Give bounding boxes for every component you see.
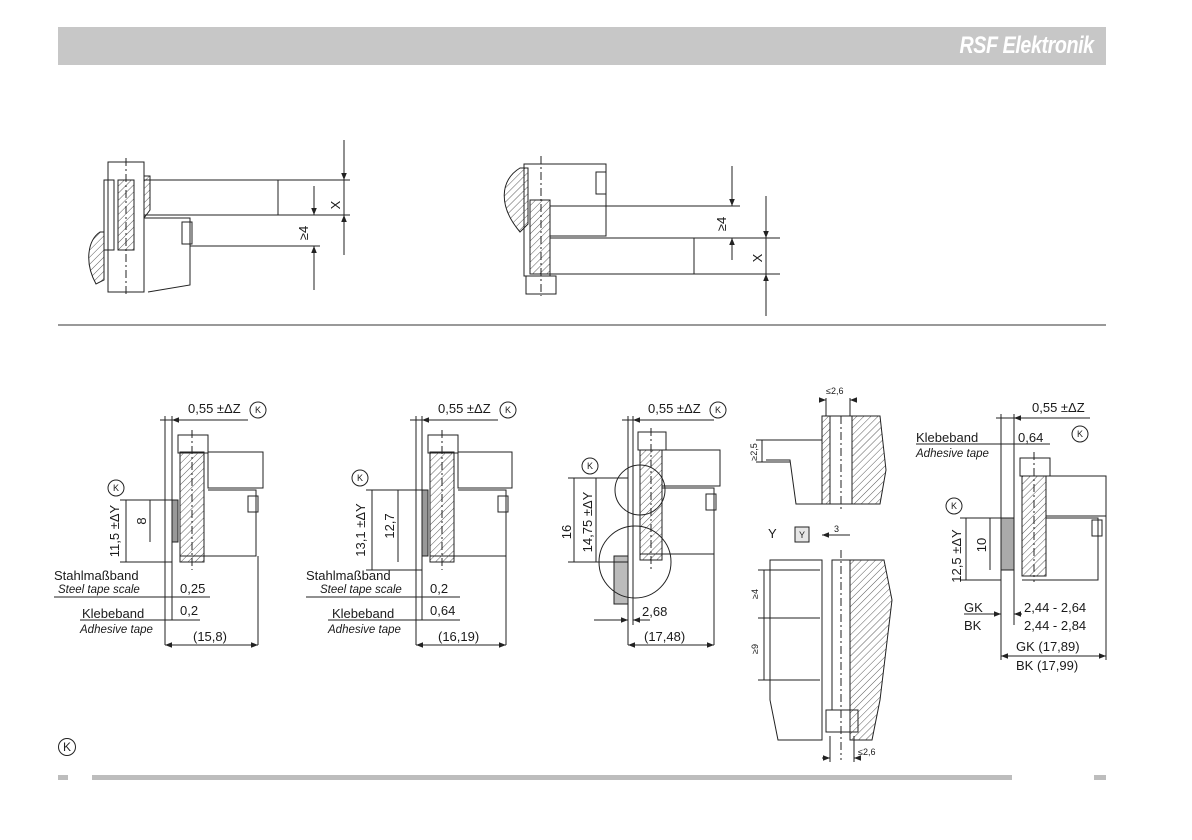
detail-1-height-outer: 11,5 ±ΔY [107, 504, 122, 557]
top-right-dim-x: X [750, 253, 765, 262]
top-right-view: ≥4 X [503, 156, 780, 316]
detail-2-label2-en: Adhesive tape [327, 624, 401, 636]
detail-2-k-marker-left: K [357, 473, 363, 483]
top-left-dim-x: X [328, 200, 343, 209]
top-left-dim-min: ≥4 [296, 226, 311, 240]
detail-3-k-marker-top: K [715, 405, 721, 415]
detail-5-bk-total: BK (17,99) [1016, 658, 1078, 673]
top-right-dim-min: ≥4 [714, 217, 729, 231]
detail-5-tape-de: Klebeband [916, 430, 978, 445]
detail-1-k-marker-left: K [113, 483, 119, 493]
detail-5-height-outer: 12,5 ±ΔY [949, 529, 964, 583]
detail-3-total: (17,48) [644, 629, 685, 644]
detail-5-k-marker-left: K [951, 501, 957, 511]
detail-2-label1-en: Steel tape scale [320, 584, 402, 596]
detail-5-height-inner: 10 [974, 538, 989, 552]
detail-1-height-inner: 8 [134, 517, 149, 524]
detail-2-label2-de: Klebeband [332, 606, 394, 621]
detail-5-gk-val: 2,44 - 2,64 [1024, 600, 1086, 615]
detail-2-k-marker-top: K [505, 405, 511, 415]
detail-5-bk: BK [964, 618, 982, 633]
detail-1-label1-de: Stahlmaßband [54, 568, 139, 583]
detail-1-total: (15,8) [193, 629, 227, 644]
detail-3-k-marker-left: K [587, 461, 593, 471]
detail-5: 0,55 ±ΔZ Klebeband Adhesive tape 0,64 K … [915, 400, 1107, 673]
detail-5-top-dim: 0,55 ±ΔZ [1032, 400, 1085, 415]
detail-4-dim-b: ≥9 [750, 644, 760, 654]
detail-4-y-marker: Y [799, 530, 805, 540]
detail-2: 0,55 ±ΔZ 13,1 ±ΔY 12,7 Stahlmaßband Stee… [306, 401, 517, 648]
detail-5-gk: GK [964, 600, 983, 615]
detail-2-top-dim: 0,55 ±ΔZ [438, 401, 491, 416]
detail-1-label1-val: 0,25 [180, 581, 205, 596]
detail-2-height-outer: 13,1 ±ΔY [353, 503, 368, 557]
k-legend-marker: K [58, 738, 76, 756]
detail-5-tape-en: Adhesive tape [915, 448, 989, 460]
detail-4-y-dim: 3 [834, 524, 839, 534]
footer-bar [92, 775, 1012, 780]
detail-5-tape-val: 0,64 [1018, 430, 1043, 445]
detail-4-y-label: Y [768, 526, 777, 541]
detail-5-gk-total: GK (17,89) [1016, 639, 1080, 654]
detail-1-label2-val: 0,2 [180, 603, 198, 618]
detail-4-dim-bottom: ≤2,6 [858, 747, 875, 757]
detail-4: ≤2,6 ≥2,5 Y Y 3 ≥4 ≥9 ≤2,6 [749, 386, 893, 762]
detail-3-height-inner: 14,75 ±ΔY [580, 491, 595, 552]
detail-4-dim-top: ≤2,6 [826, 386, 843, 396]
detail-1-k-marker-top: K [255, 405, 261, 415]
detail-5-k-marker-top: K [1077, 429, 1083, 439]
detail-2-label1-val: 0,2 [430, 581, 448, 596]
footer-bar-left [58, 775, 68, 780]
detail-2-total: (16,19) [438, 629, 479, 644]
detail-3-height-outer: 16 [559, 525, 574, 539]
detail-1-label1-en: Steel tape scale [58, 584, 140, 596]
detail-4-dim-side: ≥2,5 [749, 443, 759, 460]
detail-1-label2-de: Klebeband [82, 606, 144, 621]
header-bar: RSF Elektronik [58, 27, 1106, 65]
detail-1: 0,55 ±ΔZ 11,5 ±ΔY 8 Stahlmaßband Steel t… [54, 401, 267, 648]
detail-3: 0,55 ±ΔZ 16 14,75 ±ΔY 2,68 (17,48) K K [559, 401, 727, 648]
top-left-view: X ≥4 [88, 140, 350, 296]
detail-3-label1-val: 2,68 [642, 604, 667, 619]
detail-4-dim-a: ≥4 [750, 589, 760, 599]
brand-logo: RSF Elektronik [959, 32, 1095, 59]
detail-1-top-dim: 0,55 ±ΔZ [188, 401, 241, 416]
detail-2-label2-val: 0,64 [430, 603, 455, 618]
detail-3-top-dim: 0,55 ±ΔZ [648, 401, 701, 416]
detail-1-label2-en: Adhesive tape [79, 624, 153, 636]
footer-bar-right [1094, 775, 1106, 780]
detail-2-label1-de: Stahlmaßband [306, 568, 391, 583]
detail-5-bk-val: 2,44 - 2,84 [1024, 618, 1086, 633]
detail-2-height-inner: 12,7 [382, 513, 397, 538]
